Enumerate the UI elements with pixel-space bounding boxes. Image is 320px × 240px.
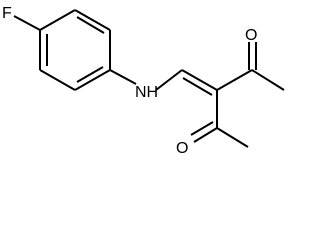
alkene-bond bbox=[181, 69, 218, 91]
molecule-drawing: F NH O O bbox=[2, 5, 285, 157]
nh-label: NH bbox=[135, 84, 158, 101]
n-ch-bond bbox=[155, 69, 183, 91]
ring-double-bond-1 bbox=[76, 16, 105, 34]
structure-canvas: F NH O O bbox=[2, 5, 285, 157]
upper-methyl-bond bbox=[251, 69, 285, 91]
fluorine-label: F bbox=[2, 5, 12, 22]
benzene-ring bbox=[39, 9, 111, 91]
cn-bond bbox=[109, 69, 137, 85]
ring-bond-2 bbox=[74, 9, 111, 31]
oxygen-bottom-label: O bbox=[176, 140, 188, 157]
ring-double-bond-2 bbox=[76, 66, 104, 83]
lower-carbonyl-bond bbox=[193, 127, 218, 143]
upper-acetyl-bond bbox=[216, 69, 253, 91]
ring-bond-4 bbox=[74, 69, 111, 91]
alkene-double-line bbox=[182, 77, 213, 96]
lower-carbonyl-double bbox=[190, 121, 214, 136]
lower-methyl-bond bbox=[216, 127, 249, 148]
oxygen-top-label: O bbox=[245, 27, 257, 44]
cf-bond bbox=[13, 15, 41, 31]
ring-bond-1 bbox=[39, 9, 76, 31]
ring-bond-5 bbox=[39, 69, 76, 91]
